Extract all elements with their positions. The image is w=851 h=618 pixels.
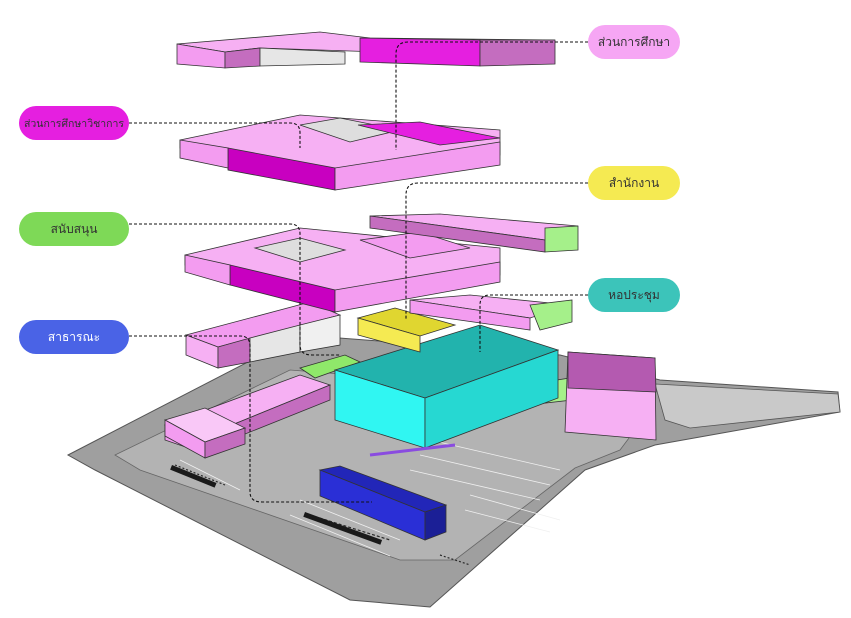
access-road — [654, 383, 841, 429]
ground-corner-building — [163, 407, 247, 459]
leader-office — [405, 182, 588, 320]
label-education-division: ส่วนการศึกษา — [588, 25, 680, 59]
label-office: สำนักงาน — [588, 166, 680, 200]
level-4-floor — [176, 31, 556, 69]
leader-academic — [129, 122, 301, 148]
ground-right-tall-building — [564, 351, 657, 441]
level-2-floor — [184, 213, 579, 313]
site-markers — [170, 465, 383, 545]
label-support: สนับสนุน — [19, 212, 129, 246]
level-3-floor — [179, 114, 501, 191]
leader-public — [129, 335, 372, 503]
parking-dashes — [174, 464, 471, 566]
leader-hall — [479, 294, 588, 352]
leader-lines — [129, 41, 588, 503]
leader-education — [395, 41, 588, 150]
level-1-floor — [184, 294, 573, 369]
parking-lots — [179, 439, 561, 557]
label-academic-education-division: ส่วนการศึกษาวิชาการ — [19, 106, 129, 140]
label-public: สาธารณะ — [19, 320, 129, 354]
public-block — [318, 443, 456, 541]
assembly-hall-block — [333, 324, 560, 449]
label-assembly-hall: หอประชุม — [588, 278, 680, 312]
leader-support — [129, 223, 340, 356]
